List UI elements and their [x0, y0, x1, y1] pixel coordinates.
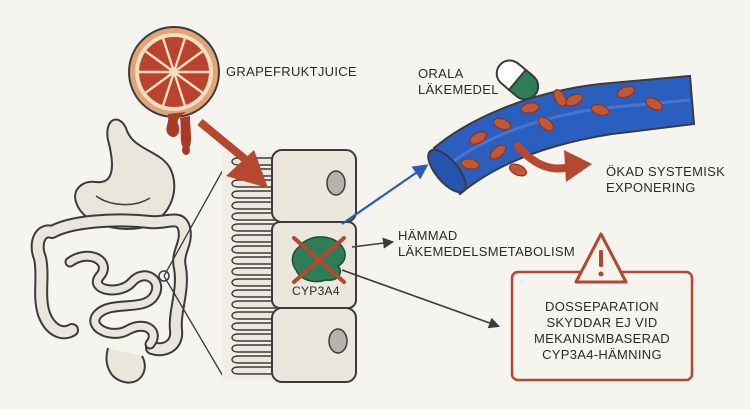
zoom-point	[158, 270, 170, 282]
red-blood-cell	[520, 102, 540, 114]
metabolism-arrow	[351, 237, 395, 249]
red-blood-cell	[489, 144, 507, 160]
oral-drug-label-line: ORALA	[418, 66, 464, 81]
grapefruit-segment	[162, 38, 176, 73]
villus	[231, 311, 276, 320]
warning-text-line: DOSSEPARATION	[545, 299, 659, 314]
red-blood-cell	[553, 89, 567, 107]
villus	[231, 355, 276, 364]
warning-text-line: SKYDDAR EJ VID	[546, 315, 658, 330]
grapefruit-segment	[144, 71, 175, 94]
intestine-icon	[30, 213, 192, 384]
red-blood-cell	[469, 131, 487, 145]
zoom-line-top	[163, 167, 225, 277]
zoom-line-bottom	[163, 275, 225, 379]
villus	[231, 278, 276, 287]
systemic-exposure-label-line: EXPONERING	[606, 180, 696, 195]
villus	[231, 245, 276, 254]
systemic-exposure-label-line: ÖKAD SYSTEMISK	[606, 164, 726, 179]
grapefruit-segment	[144, 50, 175, 73]
red-blood-cell	[537, 116, 555, 132]
warning-text-line: CYP3A4-HÄMNING	[542, 347, 662, 362]
villus	[231, 300, 276, 309]
cell-bottom	[271, 307, 357, 383]
absorption-arrow	[341, 164, 429, 225]
red-blood-cell	[616, 85, 636, 99]
red-blood-cell	[460, 158, 480, 170]
oral-drug-label: ORALA LÄKEMEDEL	[418, 66, 499, 98]
grapefruit-segment	[173, 71, 204, 94]
oral-drug-label-line: LÄKEMEDEL	[418, 82, 499, 97]
grapefruit-segment	[162, 71, 176, 106]
enzyme-label: CYP3A4	[292, 284, 340, 298]
inhibited-metabolism-label: HÄMMAD LÄKEMEDELSMETABOLISM	[398, 228, 575, 260]
blood-vessel-icon	[427, 74, 696, 196]
villus	[231, 190, 276, 199]
warning-text-line: MEKANISMBASERAD	[534, 331, 670, 346]
nucleus	[326, 170, 346, 196]
villus	[231, 366, 276, 375]
juice-arrow	[197, 118, 249, 164]
inhibited-metabolism-label-line: HÄMMAD	[398, 228, 458, 243]
systemic-exposure-label: ÖKAD SYSTEMISK EXPONERING	[606, 164, 725, 196]
villus	[231, 344, 276, 353]
intestinal-villi	[222, 152, 276, 380]
warning-text: DOSSEPARATION SKYDDAR EJ VID MEKANISMBAS…	[514, 299, 690, 363]
villus	[231, 223, 276, 232]
red-blood-cell	[508, 163, 528, 177]
villus	[231, 256, 276, 265]
villus	[231, 289, 276, 298]
villus	[231, 234, 276, 243]
inhibited-metabolism-label-line: LÄKEMEDELSMETABOLISM	[398, 244, 575, 259]
villus	[231, 322, 276, 331]
enzyme-icon	[291, 236, 346, 284]
grapefruit-segment	[172, 38, 186, 73]
villus	[231, 201, 276, 210]
capsule-icon	[495, 59, 540, 101]
nucleus	[328, 328, 348, 354]
villus	[231, 267, 276, 276]
red-blood-cell	[590, 104, 610, 116]
villus	[231, 212, 276, 221]
grapefruit-label: GRAPEFRUKTJUICE	[226, 64, 357, 79]
grapefruit-segment	[172, 71, 186, 106]
exposure-arrow-red-head	[564, 150, 592, 182]
red-blood-cell	[645, 97, 663, 111]
warning-arrow	[341, 269, 501, 329]
grapefruit-segment	[173, 50, 204, 73]
villus	[231, 333, 276, 342]
red-blood-cell	[492, 117, 512, 131]
grapefruit-icon	[128, 26, 220, 155]
warning-icon	[574, 232, 628, 284]
juice-arrow-head	[226, 150, 268, 188]
stomach-icon	[74, 118, 176, 230]
